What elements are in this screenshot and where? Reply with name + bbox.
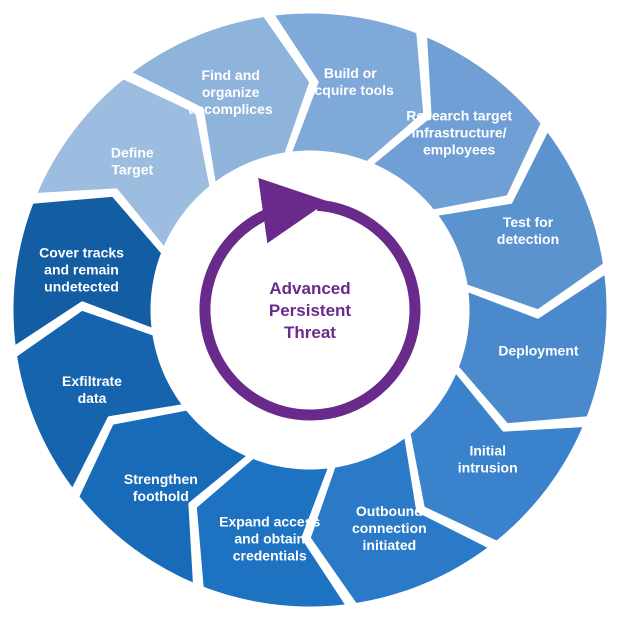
step-label-line: initiated [363,537,417,553]
step-label: Deployment [498,342,578,358]
step-label-line: Expand access [219,513,320,529]
cycle-segment [14,307,186,492]
step-label-line: detection [497,231,559,247]
step-label-line: infrastructure/ [412,124,507,140]
center-title-line: Persistent [269,301,352,320]
step-label-line: Define [111,144,154,160]
cycle-segment [455,271,610,427]
cycle-segment [76,407,251,587]
step-label-line: foothold [133,488,189,504]
center-title-line: Threat [284,323,336,342]
step-label-line: intrusion [458,460,518,476]
step-label-line: acquire tools [307,82,394,98]
step-label-line: and remain [44,262,119,278]
step-label-line: Outbound [356,503,423,519]
step-label-line: Strengthen [124,471,198,487]
step-label-line: organize [202,84,260,100]
step-label-line: Target [111,161,153,177]
cycle-segment [10,193,165,349]
step-label-line: and obtain [234,530,305,546]
step-label-line: Initial [469,443,506,459]
cycle-segment [307,434,492,606]
step-label-line: Build or [324,65,377,81]
step-label-line: data [78,390,107,406]
cycle-segment [128,14,313,186]
cycle-segments [10,10,610,610]
cycle-segment [434,128,606,313]
cycle-segment [271,10,427,165]
step-label-line: Find and [201,67,259,83]
cycle-segment [193,455,349,610]
step-label-line: Cover tracks [39,245,124,261]
step-label-line: employees [423,141,496,157]
step-label-line: Research target [406,107,512,123]
step-label-line: connection [352,520,427,536]
step-label-line: Deployment [498,342,578,358]
step-label-line: Exfiltrate [62,373,122,389]
cycle-segment [369,33,544,213]
step-label-line: credentials [233,547,307,563]
cycle-segment [33,76,213,251]
step-label-line: undetected [44,279,119,295]
cycle-segment [407,369,587,544]
step-label-line: accomplices [189,101,273,117]
step-label-line: Test for [503,214,554,230]
circular-arrow-icon [199,178,421,421]
center-title-line: Advanced [269,279,350,298]
